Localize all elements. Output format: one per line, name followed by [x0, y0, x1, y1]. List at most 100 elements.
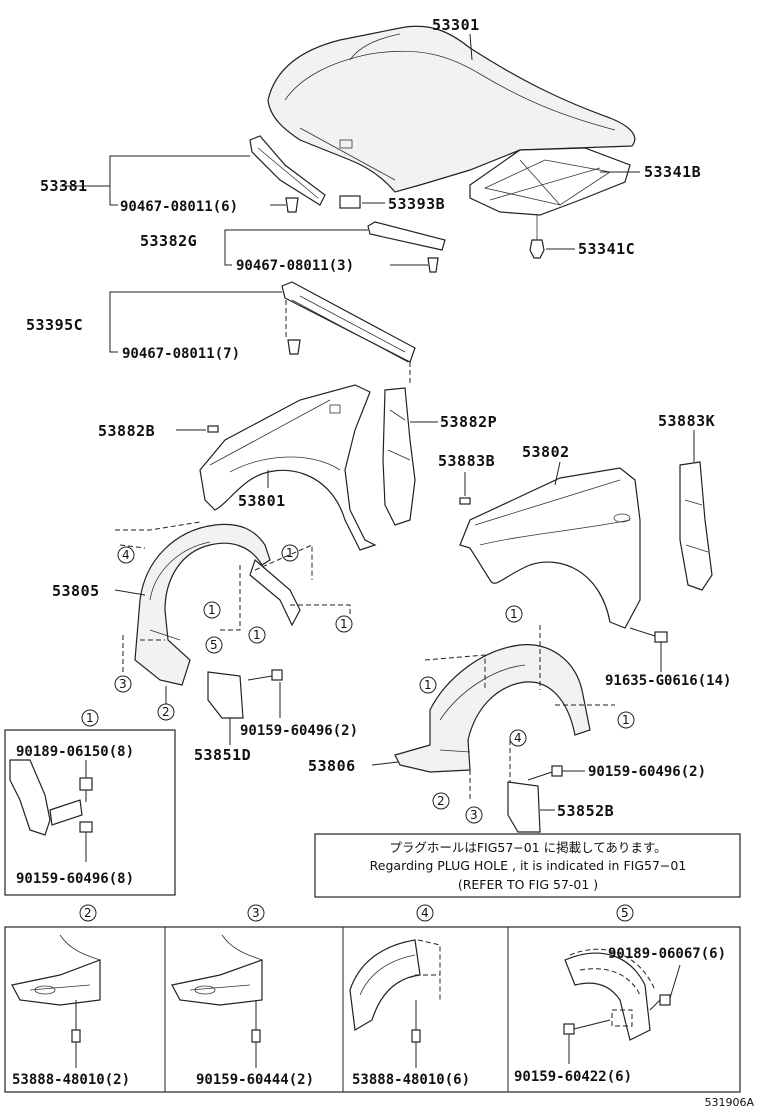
callout-1-left-b: 1 [203, 601, 221, 619]
label-53851D: 53851D [194, 746, 251, 764]
callout-1-left-c: 1 [248, 626, 266, 644]
label-90159-2b: 90159-60496(2) [588, 764, 706, 780]
label-53801: 53801 [238, 492, 286, 510]
label-53852B: 53852B [557, 802, 614, 820]
hood-53301 [267, 25, 636, 193]
seal-53395C [281, 281, 416, 384]
leader-53382G [224, 229, 368, 266]
screw-90159-right [527, 765, 585, 781]
detail-1-box [4, 729, 176, 896]
label-90467-6: 90467-08011(6) [120, 199, 238, 215]
detail-2-part [11, 934, 101, 1068]
label-53882B: 53882B [98, 422, 155, 440]
seal-53382G [367, 221, 446, 251]
callout-2-left: 2 [157, 703, 175, 721]
fender-53802 [459, 467, 641, 629]
svg-text:2: 2 [84, 906, 92, 920]
label-53802: 53802 [522, 443, 570, 461]
liner-53806 [394, 644, 591, 773]
detail-1-screw [79, 821, 93, 862]
seal-53882P [382, 387, 416, 526]
detail-3-header: 3 [247, 904, 265, 922]
clip-90467-6 [270, 197, 299, 213]
label-53382G: 53382G [140, 232, 197, 250]
svg-text:1: 1 [510, 607, 518, 621]
svg-text:1: 1 [253, 628, 261, 642]
leader-53395C [109, 291, 282, 353]
callout-1-right-c: 1 [617, 711, 635, 729]
callout-4-left: 4 [117, 546, 135, 564]
label-53883K: 53883K [658, 412, 715, 430]
seal-53883K [679, 461, 713, 591]
svg-text:5: 5 [621, 906, 629, 920]
svg-text:4: 4 [122, 548, 130, 562]
label-90189-8: 90189-06150(8) [16, 744, 134, 760]
detail-3-part [171, 934, 263, 1068]
callout-1-right-a: 1 [505, 605, 523, 623]
svg-text:2: 2 [437, 794, 445, 808]
screw-90159-left [247, 669, 283, 718]
leader-53805 [114, 589, 146, 596]
dash-guide-1-left [218, 544, 351, 631]
svg-text:3: 3 [470, 808, 478, 822]
label-53393B: 53393B [388, 195, 445, 213]
label-90467-7: 90467-08011(7) [122, 346, 240, 362]
label-53882P: 53882P [440, 413, 497, 431]
leader-53802 [554, 461, 561, 486]
svg-text:1: 1 [208, 603, 216, 617]
bumper-53393B [339, 195, 361, 209]
svg-text:1: 1 [86, 711, 94, 725]
label-90159-60422: 90159-60422(6) [514, 1069, 632, 1085]
clip-53882B [207, 425, 219, 433]
label-53805: 53805 [52, 582, 100, 600]
svg-text:1: 1 [622, 713, 630, 727]
detail-2-header: 2 [79, 904, 97, 922]
svg-text:3: 3 [252, 906, 260, 920]
svg-text:1: 1 [340, 617, 348, 631]
callout-3-right: 3 [465, 806, 483, 824]
label-53341B: 53341B [644, 163, 701, 181]
detail-4-part [349, 939, 441, 1068]
label-53883B: 53883B [438, 452, 495, 470]
note-line-1: プラグホールはFIG57−01 に掲載してあります。 [389, 840, 666, 855]
label-53888-6: 53888-48010(6) [352, 1072, 470, 1088]
clip-90467-3 [390, 257, 439, 273]
dash-guide-4-left [115, 521, 201, 549]
svg-text:5: 5 [210, 638, 218, 652]
callout-4-right: 4 [509, 729, 527, 747]
svg-text:4: 4 [514, 731, 522, 745]
svg-text:1: 1 [286, 546, 294, 560]
svg-text:3: 3 [119, 677, 127, 691]
svg-text:4: 4 [421, 906, 429, 920]
clip-90467-7 [287, 339, 301, 355]
leader-53301 [469, 33, 473, 61]
svg-text:2: 2 [162, 705, 170, 719]
svg-text:1: 1 [424, 678, 432, 692]
callout-1-right-b: 1 [419, 676, 437, 694]
mudflap-53851D [207, 671, 244, 745]
mudflap-53852B [507, 781, 555, 833]
callout-1-left-d: 1 [335, 615, 353, 633]
detail-4-header: 4 [416, 904, 434, 922]
dash-guides-right [424, 625, 615, 800]
plug-hole-note: プラグホールはFIG57−01 に掲載してあります。 Regarding PLU… [314, 833, 741, 898]
bolt-91635 [629, 627, 668, 672]
fender-53801 [199, 384, 377, 551]
callout-5-left: 5 [205, 636, 223, 654]
note-line-3: (REFER TO FIG 57-01 ) [458, 877, 598, 892]
callout-2-right: 2 [432, 792, 450, 810]
label-53395C: 53395C [26, 316, 83, 334]
detail-panels-frame [4, 926, 741, 1093]
clip-53883B [459, 497, 471, 505]
dash-guide-3-left [122, 635, 165, 672]
figure-id: 531906A [704, 1096, 754, 1109]
detail-1-bracket [9, 759, 83, 836]
label-53806: 53806 [308, 757, 356, 775]
callout-1-left-a: 1 [281, 544, 299, 562]
label-90189-6: 90189-06067(6) [608, 946, 726, 962]
detail-1-nut [79, 760, 93, 802]
label-90159-8: 90159-60496(8) [16, 871, 134, 887]
label-90467-3: 90467-08011(3) [236, 258, 354, 274]
note-line-2: Regarding PLUG HOLE , it is indicated in… [370, 858, 687, 873]
